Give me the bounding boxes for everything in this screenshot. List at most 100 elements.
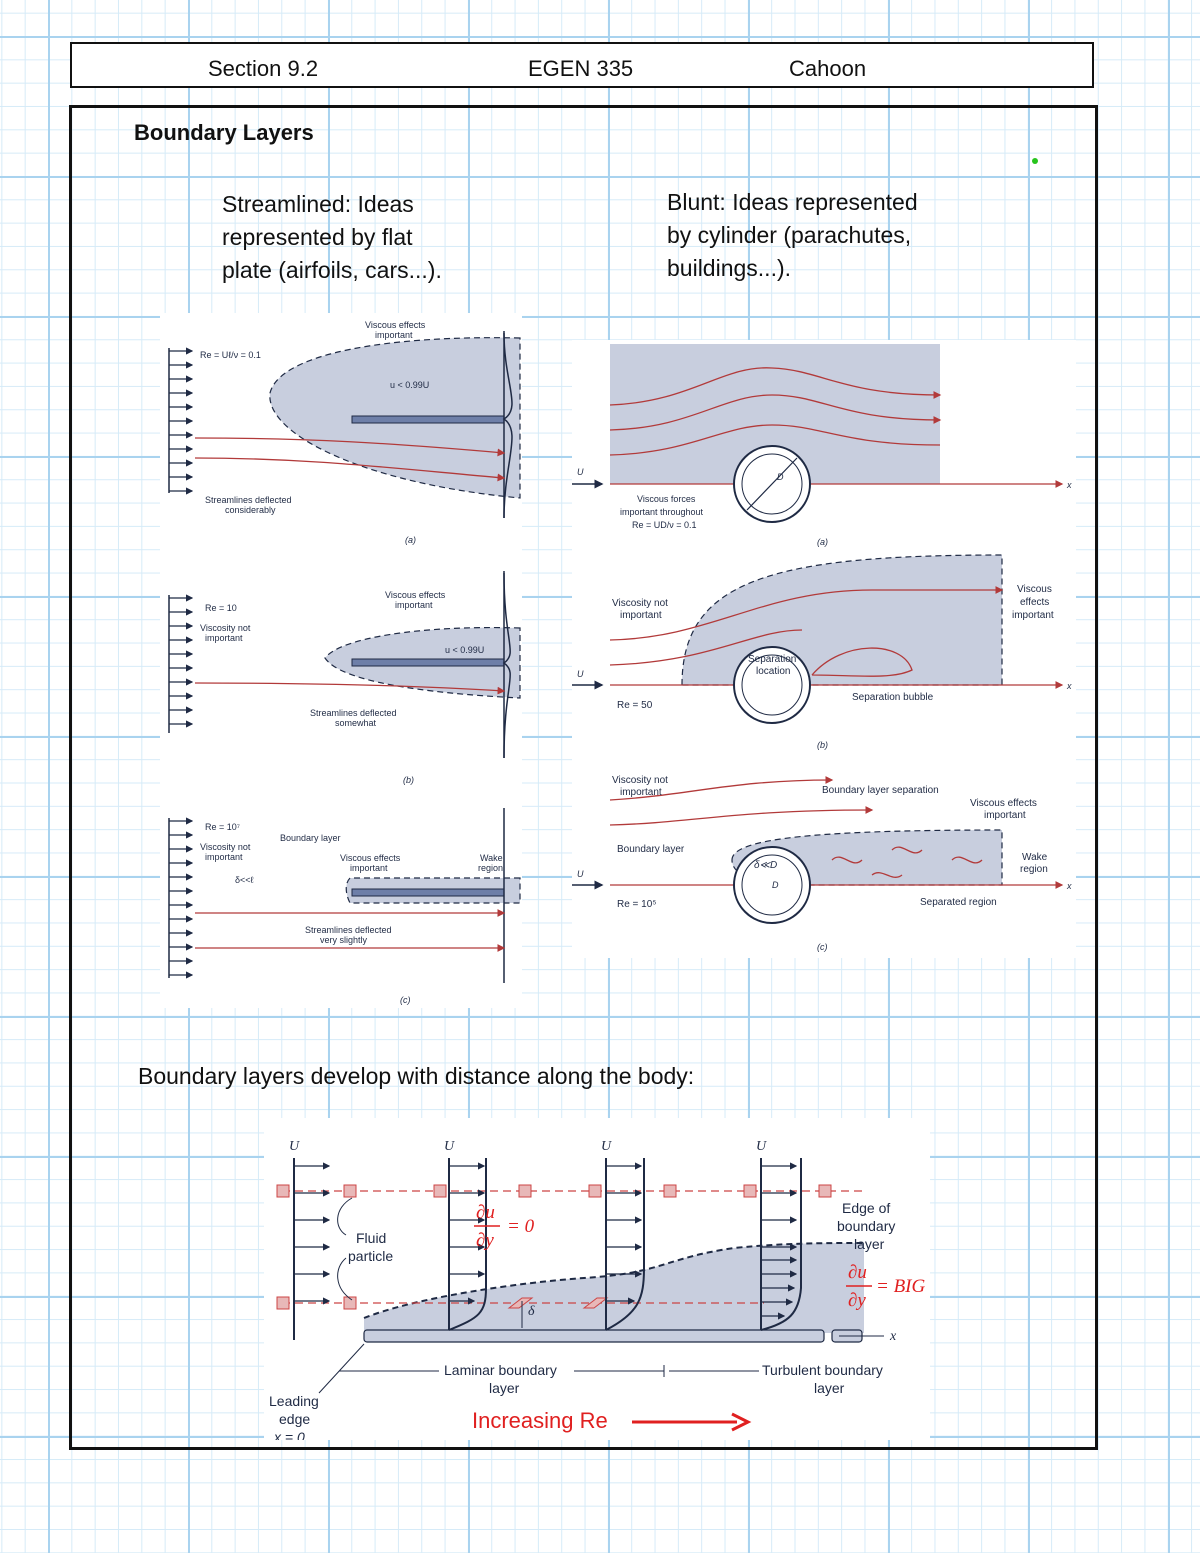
svg-text:effects: effects [1020, 597, 1049, 608]
svg-text:∂y: ∂y [848, 1290, 866, 1311]
svg-text:U: U [577, 467, 584, 477]
plate-panel-a: Re = Uℓ/ν = 0.1 Viscous effects importan… [168, 320, 521, 545]
develop-text: Boundary layers develop with distance al… [138, 1063, 695, 1089]
arrow-right-icon [631, 1412, 752, 1432]
instructor-label: Cahoon [789, 56, 867, 81]
svg-text:Viscous: Viscous [1017, 584, 1052, 595]
svg-text:δ<<ℓ: δ<<ℓ [235, 875, 255, 885]
svg-text:U: U [577, 669, 584, 679]
svg-text:Separation bubble: Separation bubble [852, 692, 934, 703]
svg-text:x: x [1066, 480, 1072, 490]
svg-text:Re = 10⁷: Re = 10⁷ [205, 822, 240, 832]
svg-text:somewhat: somewhat [335, 718, 377, 728]
svg-text:Re = UD/ν = 0.1: Re = UD/ν = 0.1 [632, 520, 697, 530]
svg-text:Re = 10⁵: Re = 10⁵ [617, 899, 656, 910]
svg-text:region: region [1020, 864, 1048, 875]
svg-text:important: important [205, 852, 243, 862]
svg-text:important: important [620, 610, 662, 621]
svg-text:Fluid: Fluid [356, 1230, 386, 1246]
svg-text:location: location [756, 666, 790, 677]
section-label: Section 9.2 [208, 56, 319, 81]
svg-text:= 0: = 0 [507, 1216, 535, 1237]
svg-text:(a): (a) [817, 537, 828, 547]
svg-text:U: U [577, 869, 584, 879]
svg-text:Viscosity not: Viscosity not [200, 842, 251, 852]
svg-text:Boundary layer: Boundary layer [280, 833, 341, 843]
svg-text:important: important [1012, 610, 1054, 621]
svg-text:Viscosity not: Viscosity not [612, 598, 668, 609]
cylinder-panel-b: U x Viscosity not important Viscous effe… [572, 554, 1072, 750]
svg-text:δ≪D: δ≪D [754, 860, 777, 871]
svg-text:considerably: considerably [225, 505, 276, 515]
svg-text:(a): (a) [405, 535, 416, 545]
svg-text:Re = Uℓ/ν = 0.1: Re = Uℓ/ν = 0.1 [200, 350, 261, 360]
svg-text:Viscous forces: Viscous forces [637, 494, 696, 504]
svg-text:∂u: ∂u [848, 1262, 867, 1283]
svg-text:important: important [205, 633, 243, 643]
svg-text:U: U [601, 1139, 612, 1154]
svg-text:region: region [478, 863, 503, 873]
svg-text:Laminar boundary: Laminar boundary [444, 1362, 557, 1378]
svg-text:(b): (b) [403, 775, 414, 785]
cylinder-figure: D U x Viscous forces important throughou… [572, 340, 1076, 958]
svg-text:(c): (c) [817, 942, 828, 952]
svg-text:Viscosity not: Viscosity not [200, 623, 251, 633]
svg-text:= BIG: = BIG [876, 1276, 926, 1297]
svg-text:Streamlines deflected: Streamlines deflected [205, 495, 292, 505]
course-label: EGEN 335 [528, 56, 634, 81]
increasing-re-label: Increasing Re [472, 1408, 752, 1434]
plate-panel-b: Re = 10 Viscosity not important Viscous … [168, 571, 521, 785]
svg-text:Re = 50: Re = 50 [617, 700, 653, 711]
svg-text:Separation: Separation [748, 654, 796, 665]
flat-plate-figure: Re = Uℓ/ν = 0.1 Viscous effects importan… [160, 313, 522, 1008]
plate-panel-c: Re = 10⁷ Viscosity not important Boundar… [168, 808, 521, 1005]
svg-text:x: x [889, 1329, 897, 1344]
svg-text:Viscous effects: Viscous effects [340, 853, 401, 863]
svg-text:∂y: ∂y [476, 1230, 494, 1251]
svg-text:δ: δ [528, 1304, 535, 1319]
svg-text:Edge of: Edge of [842, 1200, 890, 1216]
svg-text:edge: edge [279, 1411, 310, 1427]
page-title: Boundary Layers [134, 120, 314, 145]
svg-text:U: U [756, 1139, 767, 1154]
svg-text:x: x [1066, 881, 1072, 891]
svg-text:Viscosity not: Viscosity not [612, 775, 668, 786]
svg-text:Re = 10: Re = 10 [205, 603, 237, 613]
svg-text:important: important [395, 600, 433, 610]
svg-text:Viscous effects: Viscous effects [365, 320, 426, 330]
cylinder-panel-c: U x Viscosity not important Boundary lay… [572, 775, 1072, 952]
svg-text:important throughout: important throughout [620, 507, 704, 517]
svg-text:U: U [289, 1139, 300, 1154]
svg-text:Wake: Wake [480, 853, 503, 863]
svg-text:x = 0: x = 0 [273, 1429, 305, 1440]
svg-text:(b): (b) [817, 740, 828, 750]
svg-text:important: important [375, 330, 413, 340]
svg-text:u < 0.99U: u < 0.99U [445, 645, 484, 655]
svg-text:boundary: boundary [837, 1218, 895, 1234]
svg-text:Boundary layer: Boundary layer [617, 844, 685, 855]
green-dot [1032, 158, 1038, 164]
header-bar: Section 9.2 EGEN 335 Cahoon [70, 42, 1094, 88]
svg-text:D: D [772, 880, 779, 890]
bl-development-figure: U U U U δ x Fluid particle Edge of bound… [264, 1118, 930, 1445]
svg-text:layer: layer [489, 1380, 520, 1396]
svg-text:layer: layer [854, 1236, 885, 1252]
svg-text:Viscous effects: Viscous effects [385, 590, 446, 600]
svg-text:∂u: ∂u [476, 1202, 495, 1223]
svg-text:x: x [1066, 681, 1072, 691]
svg-text:Leading: Leading [269, 1393, 319, 1409]
svg-text:Streamlines deflected: Streamlines deflected [310, 708, 397, 718]
svg-text:Streamlines deflected: Streamlines deflected [305, 925, 392, 935]
svg-text:D: D [777, 472, 784, 482]
svg-text:particle: particle [348, 1248, 393, 1264]
svg-text:Viscous effects: Viscous effects [970, 798, 1037, 809]
cylinder-panel-a: D U x Viscous forces important throughou… [572, 344, 1072, 547]
svg-text:(c): (c) [400, 995, 411, 1005]
svg-text:important: important [350, 863, 388, 873]
svg-text:important: important [620, 787, 662, 798]
svg-text:U: U [444, 1139, 455, 1154]
svg-text:Turbulent boundary: Turbulent boundary [762, 1362, 883, 1378]
svg-text:Boundary layer separation: Boundary layer separation [822, 785, 939, 796]
